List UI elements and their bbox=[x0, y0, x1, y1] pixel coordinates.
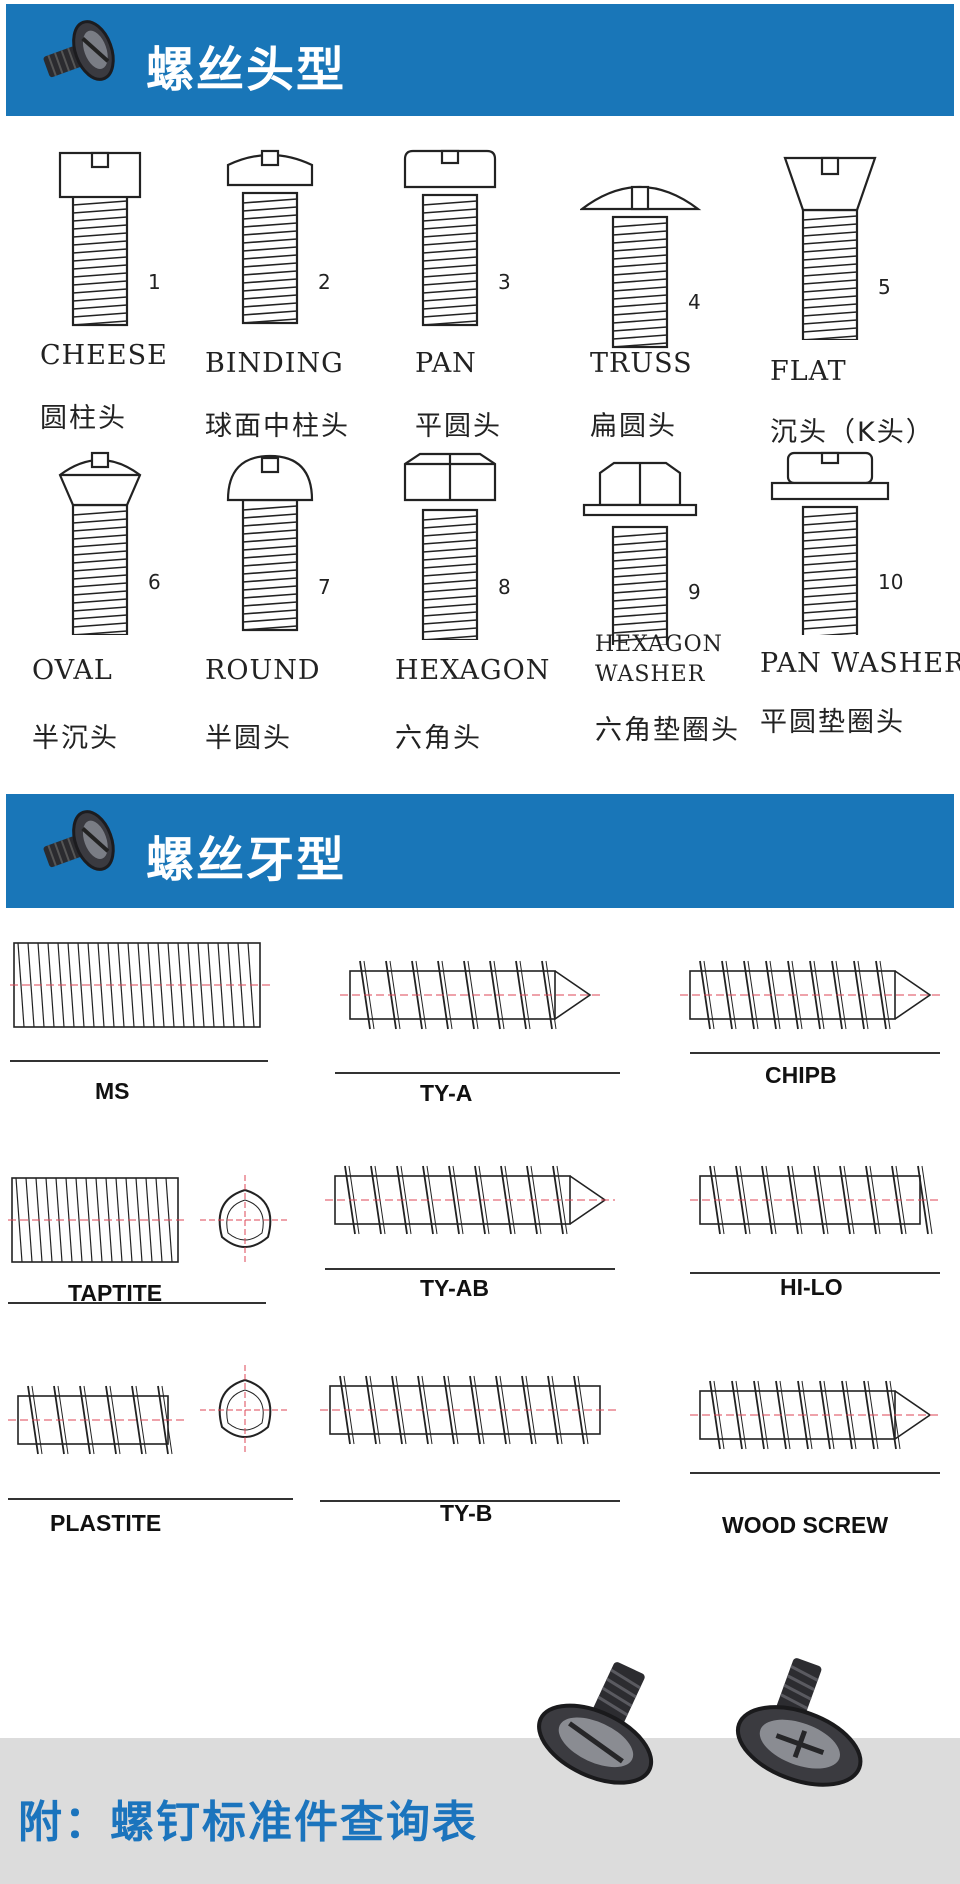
section-title: 螺丝牙型 bbox=[146, 832, 347, 888]
thread-type-label: MS bbox=[95, 1078, 130, 1104]
screw-icon bbox=[43, 20, 115, 81]
trilobe-cross-section bbox=[200, 1365, 290, 1455]
screw-head-diagram bbox=[783, 156, 877, 340]
thread-type-item bbox=[680, 935, 940, 1055]
item-number: 1 bbox=[148, 270, 161, 294]
head-type-english-name: OVAL bbox=[32, 655, 113, 686]
head-type-english-name: ROUND bbox=[205, 655, 321, 686]
head-type-chinese-name: 半圆头 bbox=[205, 723, 292, 754]
head-type-chinese-name: 球面中柱头 bbox=[205, 411, 350, 442]
divider-line bbox=[325, 1268, 615, 1270]
item-number: 9 bbox=[688, 580, 701, 604]
thread-diagram bbox=[340, 960, 600, 1030]
divider-line bbox=[335, 1072, 620, 1074]
thread-diagram bbox=[10, 942, 270, 1028]
item-number: 6 bbox=[148, 570, 161, 594]
screw-photo bbox=[735, 1658, 863, 1787]
item-number: 2 bbox=[318, 270, 331, 294]
divider-line bbox=[8, 1302, 266, 1304]
thread-type-item bbox=[10, 925, 270, 1045]
section-banner-thread-types: 螺丝牙型 bbox=[6, 794, 954, 908]
item-number: 10 bbox=[878, 570, 904, 594]
item-number: 5 bbox=[878, 275, 891, 299]
head-type-english-name: HEXAGON bbox=[395, 655, 551, 686]
head-type-item bbox=[210, 450, 340, 640]
thread-diagram bbox=[690, 1165, 940, 1235]
thread-type-label: CHIPB bbox=[765, 1062, 837, 1088]
thread-diagram bbox=[8, 1385, 188, 1455]
divider-line bbox=[690, 1472, 940, 1474]
divider-line bbox=[690, 1052, 940, 1054]
screw-head-diagram bbox=[226, 149, 314, 325]
screw-icon bbox=[43, 810, 115, 871]
screw-head-diagram bbox=[403, 149, 497, 327]
thread-type-label: TAPTITE bbox=[68, 1280, 163, 1306]
head-type-item bbox=[770, 150, 900, 340]
head-type-item bbox=[40, 445, 170, 635]
trilobe-cross-section bbox=[200, 1175, 290, 1265]
screw-head-diagram bbox=[770, 451, 890, 635]
head-type-chinese-name: 平圆垫圈头 bbox=[760, 707, 905, 738]
thread-type-item bbox=[320, 1350, 620, 1470]
head-type-chinese-name: 平圆头 bbox=[415, 411, 502, 442]
thread-type-label: WOOD SCREW bbox=[722, 1512, 889, 1538]
footer-title: 附：螺钉标准件查询表 bbox=[18, 1797, 478, 1848]
item-number: 8 bbox=[498, 575, 511, 599]
thread-diagram bbox=[680, 960, 940, 1030]
head-type-english-name: BINDING bbox=[205, 348, 344, 379]
item-number: 4 bbox=[688, 290, 701, 314]
thread-diagram bbox=[320, 1375, 620, 1445]
screw-head-diagram bbox=[58, 151, 142, 327]
thread-type-item bbox=[690, 1140, 940, 1260]
screw-head-diagram bbox=[58, 451, 142, 635]
thread-type-item bbox=[690, 1355, 940, 1475]
head-type-chinese-name: 半沉头 bbox=[32, 723, 119, 754]
thread-type-item bbox=[340, 935, 600, 1055]
item-number: 7 bbox=[318, 575, 331, 599]
item-number: 3 bbox=[498, 270, 511, 294]
thread-diagram bbox=[690, 1380, 940, 1450]
screw-head-diagram bbox=[403, 452, 497, 640]
section-title: 螺丝头型 bbox=[146, 42, 347, 98]
thread-type-label: TY-A bbox=[420, 1080, 473, 1106]
thread-type-item bbox=[8, 1360, 188, 1480]
divider-line bbox=[8, 1498, 293, 1500]
head-type-item bbox=[390, 145, 520, 335]
divider-line bbox=[320, 1500, 620, 1502]
head-type-chinese-name: 六角头 bbox=[395, 723, 482, 754]
thread-diagram bbox=[8, 1177, 188, 1263]
thread-type-label: HI-LO bbox=[780, 1274, 843, 1300]
screw-head-diagram bbox=[226, 454, 314, 632]
head-type-english-name: CHEESE bbox=[40, 340, 168, 371]
screw-head-diagram bbox=[582, 461, 698, 645]
head-type-english-name: HEXAGON WASHER bbox=[595, 632, 723, 687]
thread-type-item bbox=[325, 1140, 615, 1260]
head-type-item bbox=[40, 145, 170, 335]
section-banner-head-types: 螺丝头型 bbox=[6, 4, 954, 116]
thread-type-label: PLASTITE bbox=[50, 1510, 162, 1536]
divider-line bbox=[690, 1272, 940, 1274]
head-type-english-name: FLAT bbox=[770, 356, 847, 387]
thread-type-label: TY-AB bbox=[420, 1275, 489, 1301]
head-type-chinese-name: 六角垫圈头 bbox=[595, 715, 740, 746]
thread-diagram bbox=[325, 1165, 615, 1235]
head-type-chinese-name: 沉头（K头） bbox=[770, 417, 935, 448]
head-type-item bbox=[210, 145, 340, 335]
head-type-item bbox=[580, 165, 710, 355]
divider-line bbox=[10, 1060, 268, 1062]
head-type-english-name: PAN bbox=[415, 348, 477, 379]
head-type-item bbox=[770, 445, 900, 635]
thread-type-item bbox=[8, 1160, 188, 1280]
screw-head-diagram bbox=[580, 185, 702, 349]
head-type-item bbox=[580, 455, 710, 645]
head-type-item bbox=[390, 450, 520, 640]
screw-photo bbox=[537, 1662, 654, 1785]
head-type-english-name: TRUSS bbox=[590, 348, 693, 379]
thread-type-label: TY-B bbox=[440, 1500, 493, 1526]
head-type-chinese-name: 圆柱头 bbox=[40, 403, 127, 434]
head-type-chinese-name: 扁圆头 bbox=[590, 411, 677, 442]
head-type-english-name: PAN WASHER bbox=[760, 648, 960, 679]
